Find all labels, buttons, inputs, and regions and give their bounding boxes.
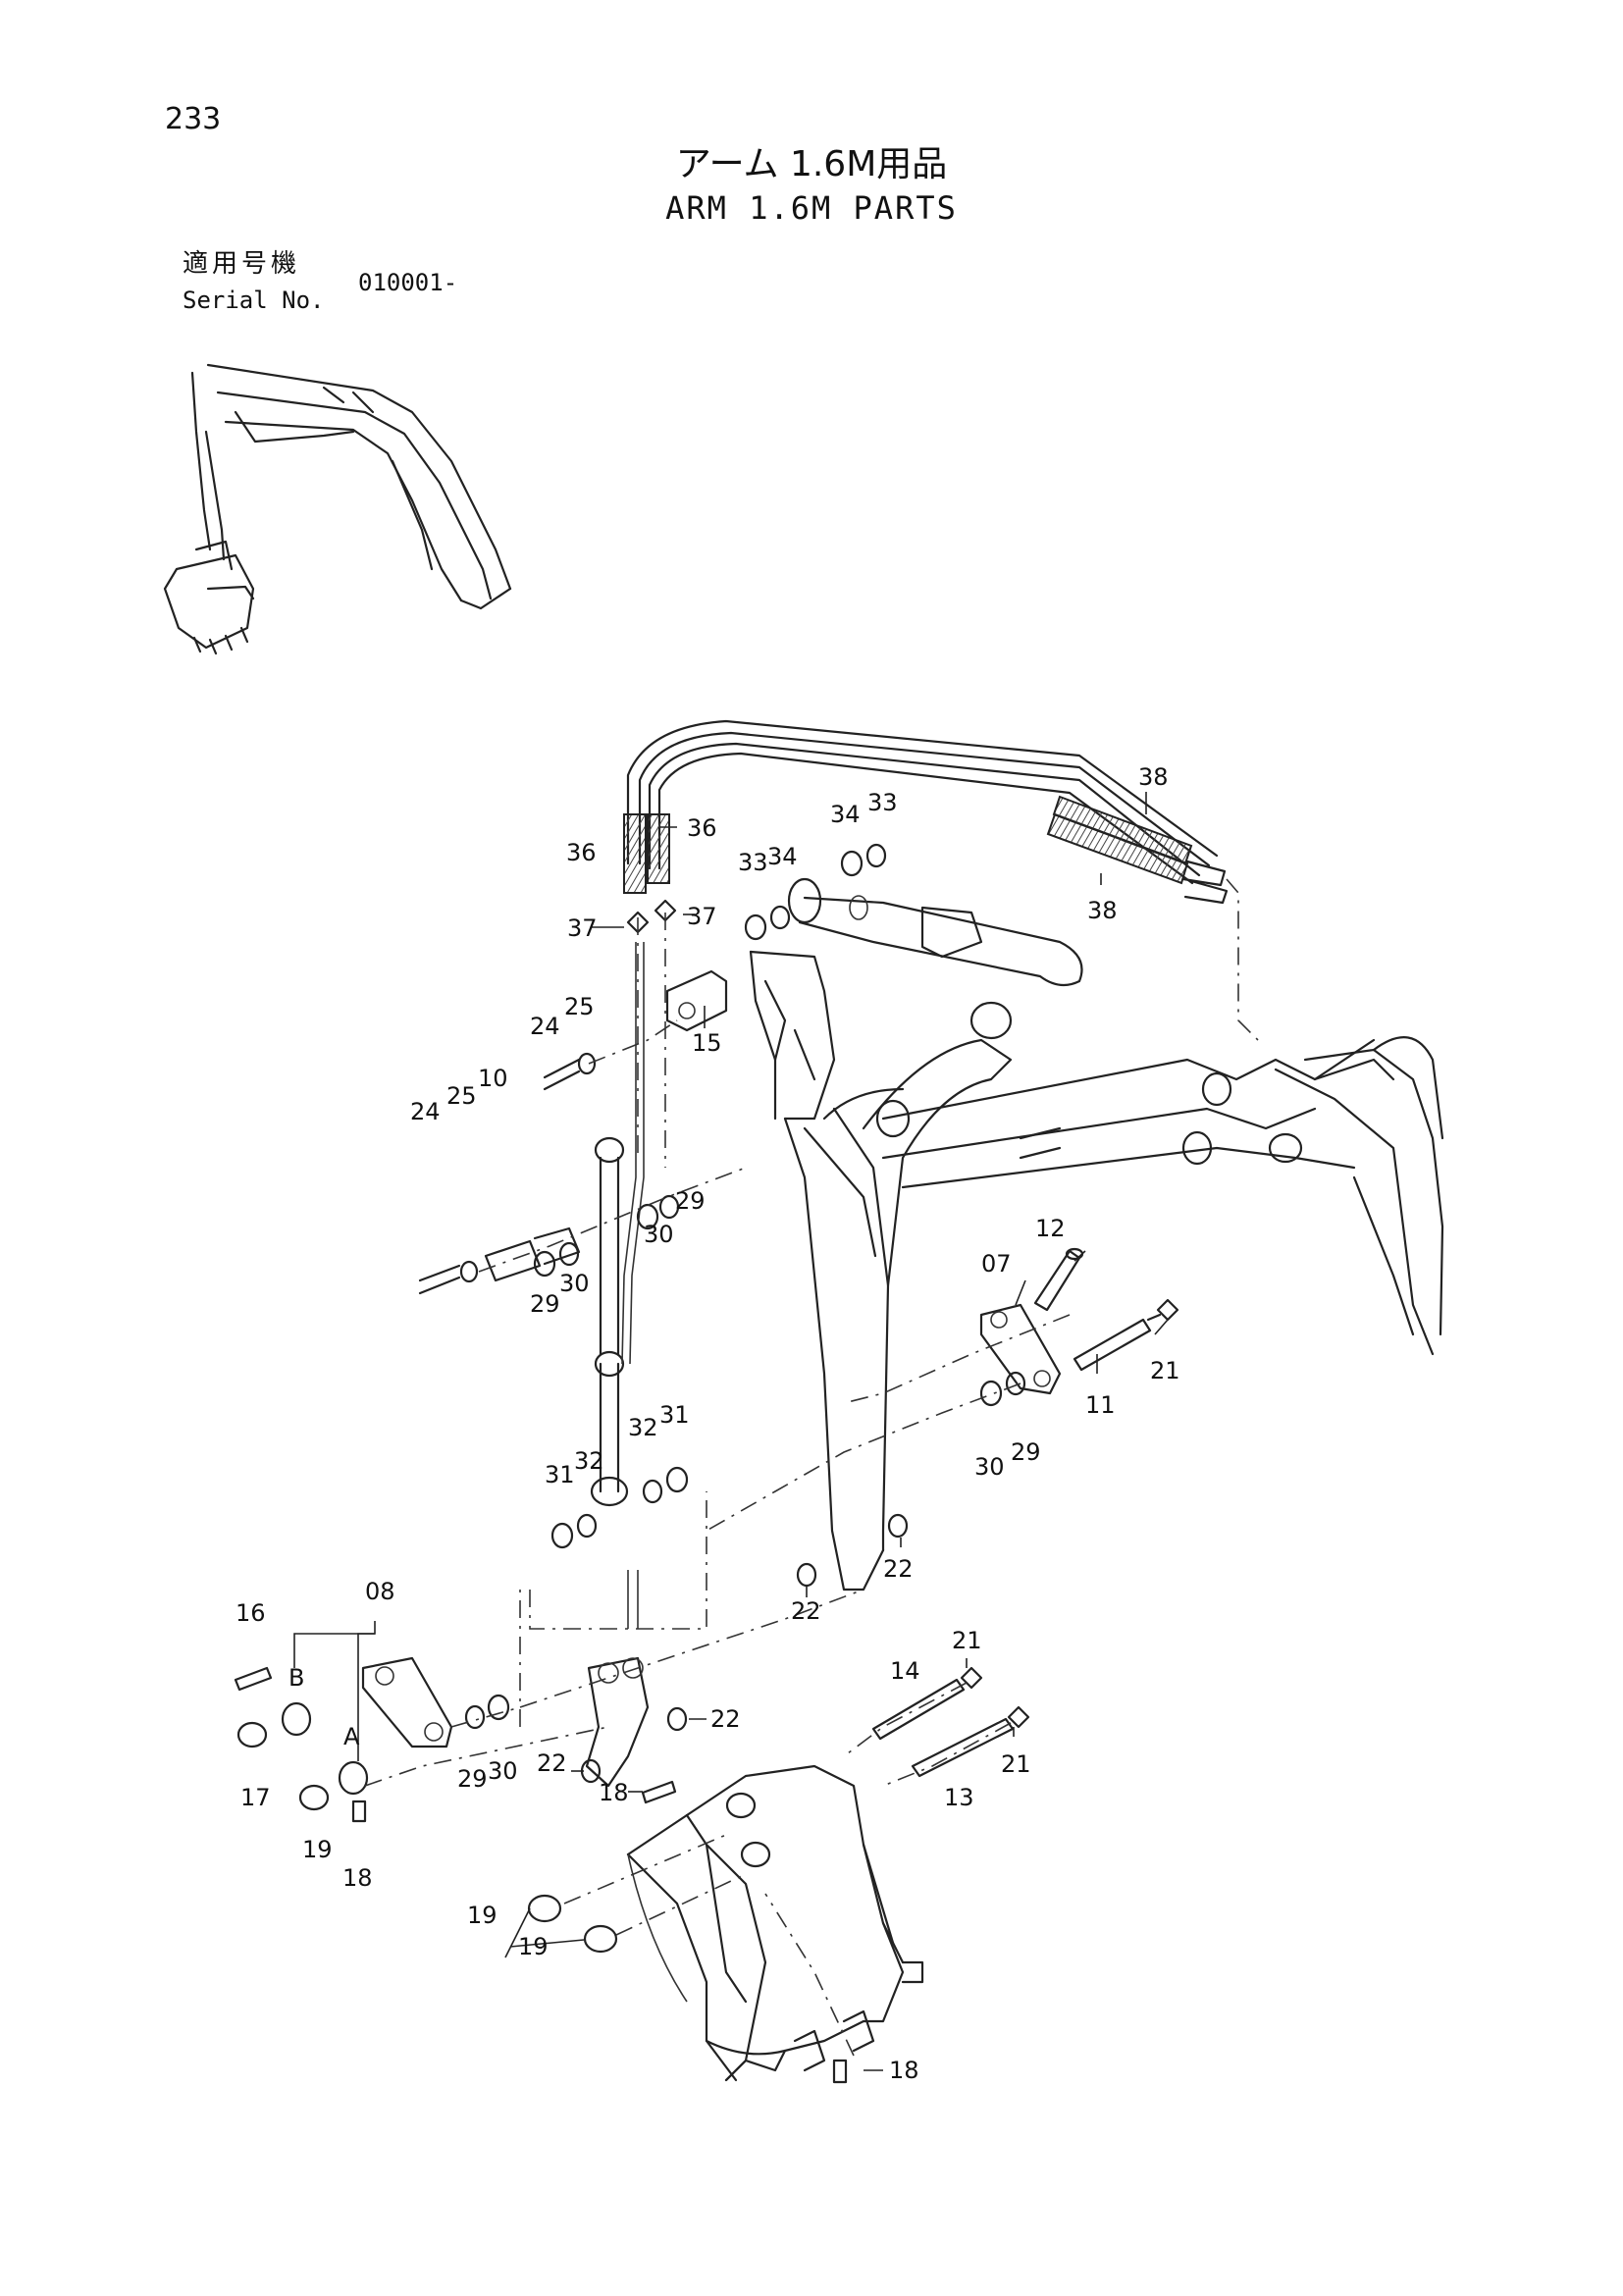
callout-33: 33 <box>738 849 768 876</box>
cylinder-rod-end <box>787 877 1083 987</box>
callout-14: 14 <box>890 1657 920 1685</box>
callout-29: 29 <box>457 1765 488 1793</box>
page-number: 233 <box>165 102 222 136</box>
callout-15: 15 <box>692 1029 722 1057</box>
callout-36: 36 <box>687 814 717 842</box>
callout-29: 29 <box>1011 1438 1041 1466</box>
assembly-center-lines <box>364 913 1071 2057</box>
callout-07: 07 <box>981 1250 1012 1278</box>
callout-leaders <box>293 792 1169 2071</box>
callout-29: 29 <box>530 1290 560 1318</box>
callout-22: 22 <box>791 1597 821 1625</box>
page-title-japanese: アーム 1.6M用品 <box>675 144 948 184</box>
label-a: A <box>343 1723 360 1750</box>
callout-30: 30 <box>644 1221 674 1248</box>
callout-21: 21 <box>952 1627 982 1654</box>
callout-18: 18 <box>342 1864 373 1892</box>
callout-25: 25 <box>564 993 595 1020</box>
serial-label-english: Serial No. <box>183 287 325 314</box>
callout-24: 24 <box>530 1013 560 1040</box>
callout-19: 19 <box>518 1933 549 1960</box>
callout-30: 30 <box>974 1453 1005 1481</box>
machine-overview-thumbnail <box>163 363 512 655</box>
part-callouts: 38 38 36 36 37 37 34 34 33 33 24 24 25 2… <box>236 763 1180 2084</box>
arm-body <box>749 950 1444 1592</box>
callout-22: 22 <box>710 1705 741 1733</box>
callout-19: 19 <box>467 1902 497 1929</box>
callout-18: 18 <box>889 2057 919 2084</box>
callout-33: 33 <box>867 789 898 816</box>
callout-12: 12 <box>1035 1215 1066 1242</box>
callout-22: 22 <box>537 1749 567 1777</box>
callout-11: 11 <box>1085 1391 1116 1419</box>
callout-30: 30 <box>559 1270 590 1297</box>
callout-31: 31 <box>545 1461 575 1488</box>
callout-38: 38 <box>1087 897 1118 924</box>
callout-34: 34 <box>830 801 861 828</box>
callout-30: 30 <box>488 1757 518 1785</box>
callout-08: 08 <box>365 1578 395 1605</box>
callout-22: 22 <box>883 1555 914 1583</box>
callout-24: 24 <box>410 1098 441 1125</box>
bucket-link-rod <box>590 942 645 1507</box>
callout-38: 38 <box>1138 763 1169 791</box>
callout-25: 25 <box>446 1082 477 1110</box>
callout-18: 18 <box>599 1779 629 1806</box>
page-title-english: ARM 1.6M PARTS <box>665 189 958 227</box>
callout-32: 32 <box>574 1447 604 1475</box>
callout-36: 36 <box>566 839 597 866</box>
bucket <box>626 1764 924 2082</box>
callout-17: 17 <box>240 1784 271 1811</box>
callout-13: 13 <box>944 1784 974 1811</box>
serial-number-value: 010001- <box>358 269 458 296</box>
hydraulic-hoses <box>623 719 1259 1041</box>
callout-37: 37 <box>687 903 717 930</box>
serial-label-japanese: 適用号機 <box>183 249 301 279</box>
label-b: B <box>288 1664 304 1692</box>
callout-16: 16 <box>236 1599 266 1627</box>
callout-32: 32 <box>628 1414 658 1441</box>
callout-37: 37 <box>567 914 598 942</box>
callout-21: 21 <box>1001 1750 1031 1778</box>
callout-34: 34 <box>767 843 798 870</box>
callout-21: 21 <box>1150 1357 1180 1384</box>
callout-31: 31 <box>659 1401 690 1429</box>
pins-and-washers <box>234 843 1179 2084</box>
callout-19: 19 <box>302 1836 333 1863</box>
callout-29: 29 <box>675 1187 706 1215</box>
callout-10: 10 <box>478 1065 508 1092</box>
